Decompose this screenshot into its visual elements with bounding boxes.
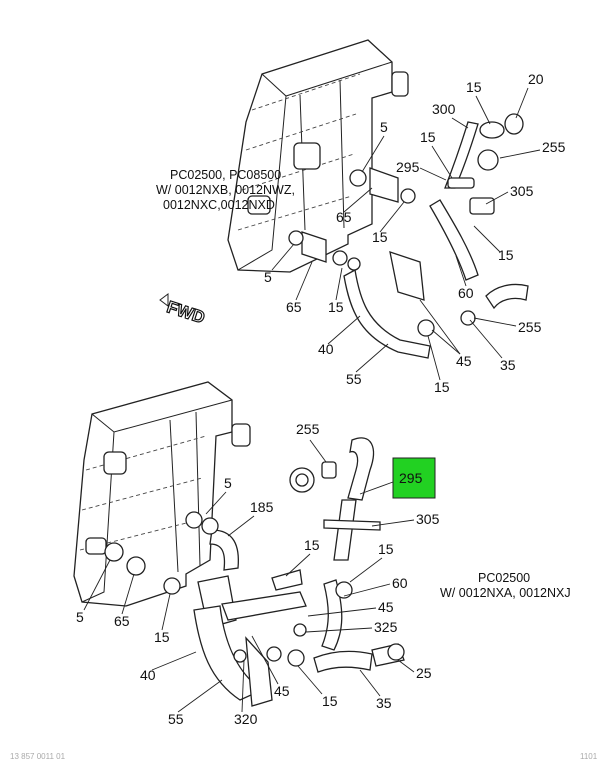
callout-label: 15 bbox=[322, 693, 338, 709]
callout-label: 5 bbox=[380, 119, 388, 135]
callout-label: 40 bbox=[318, 341, 334, 357]
note-line: W/ 0012NXA, 0012NXJ bbox=[440, 586, 571, 600]
callout-label: 65 bbox=[286, 299, 302, 315]
callout-label: 45 bbox=[378, 599, 394, 615]
callout-label: 5 bbox=[76, 609, 84, 625]
footer-right-code: 1101 bbox=[580, 752, 598, 761]
note-line: W/ 0012NXB, 0012NWZ, bbox=[156, 183, 295, 197]
callout-label: 325 bbox=[374, 619, 398, 635]
callout-label: 40 bbox=[140, 667, 156, 683]
note-line: 0012NXC,0012NXD bbox=[163, 198, 275, 212]
callout-label: 5 bbox=[224, 475, 232, 491]
callout-label: 45 bbox=[274, 683, 290, 699]
footer-left-code: 13 857 0011 01 bbox=[10, 752, 66, 761]
callout-label: 15 bbox=[420, 129, 436, 145]
callout-label: 15 bbox=[304, 537, 320, 553]
callout-label: 25 bbox=[416, 665, 432, 681]
callout-label: 35 bbox=[500, 357, 516, 373]
callout-label: 305 bbox=[510, 183, 534, 199]
callout-label: 255 bbox=[518, 319, 542, 335]
callout-label: 15 bbox=[372, 229, 388, 245]
callout-label: 15 bbox=[466, 79, 482, 95]
lower-application-note: PC02500 W/ 0012NXA, 0012NXJ bbox=[440, 571, 571, 600]
callout-label: 305 bbox=[416, 511, 440, 527]
highlighted-part-callout: 295 bbox=[359, 457, 436, 499]
callout-label: 255 bbox=[542, 139, 566, 155]
note-line: PC02500 bbox=[478, 571, 530, 585]
upper-hoses bbox=[288, 113, 529, 359]
note-line: PC02500, PC08500 bbox=[170, 168, 281, 182]
upper-radiator-frame bbox=[227, 39, 409, 273]
callout-label: 295 bbox=[396, 159, 420, 175]
callout-label: 20 bbox=[528, 71, 544, 87]
callout-label: 15 bbox=[328, 299, 344, 315]
callout-label: 65 bbox=[114, 613, 130, 629]
fwd-label: FWD bbox=[165, 297, 208, 327]
callout-label: 65 bbox=[336, 209, 352, 225]
callout-label: 300 bbox=[432, 101, 456, 117]
callout-label: 55 bbox=[168, 711, 184, 727]
callout-label: 185 bbox=[250, 499, 274, 515]
upper-application-note: PC02500, PC08500 W/ 0012NXB, 0012NWZ, 00… bbox=[156, 168, 295, 212]
callout-label: 255 bbox=[296, 421, 320, 437]
callout-label: 15 bbox=[154, 629, 170, 645]
callout-label: 60 bbox=[392, 575, 408, 591]
lower-callouts: 255 295 5 185 305 15 15 60 45 325 5 65 1… bbox=[76, 421, 440, 727]
callout-label: 15 bbox=[498, 247, 514, 263]
callout-label: 15 bbox=[434, 379, 450, 395]
callout-label: 15 bbox=[378, 541, 394, 557]
callout-label: 320 bbox=[234, 711, 258, 727]
callout-label: 45 bbox=[456, 353, 472, 369]
page-footer: 13 857 0011 01 1101 bbox=[10, 752, 598, 761]
callout-label: 55 bbox=[346, 371, 362, 387]
forward-orientation-marker: FWD bbox=[159, 293, 208, 328]
highlight-part-number: 295 bbox=[399, 470, 423, 486]
upper-callouts: 20 15 300 255 15 5 295 305 65 15 15 5 65… bbox=[264, 71, 566, 395]
lower-hoses bbox=[104, 437, 405, 707]
callout-label: 5 bbox=[264, 269, 272, 285]
callout-label: 60 bbox=[458, 285, 474, 301]
highlight-box bbox=[392, 457, 436, 499]
callout-label: 35 bbox=[376, 695, 392, 711]
